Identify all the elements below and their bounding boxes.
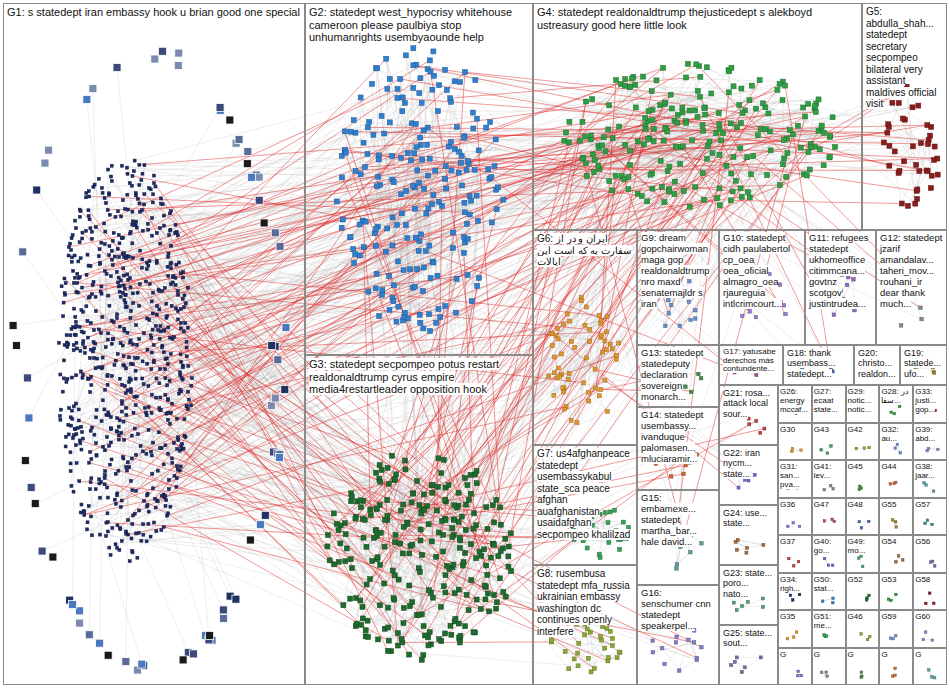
network-canvas: G1: s statedept iran embassy hook u bria…: [0, 0, 950, 688]
